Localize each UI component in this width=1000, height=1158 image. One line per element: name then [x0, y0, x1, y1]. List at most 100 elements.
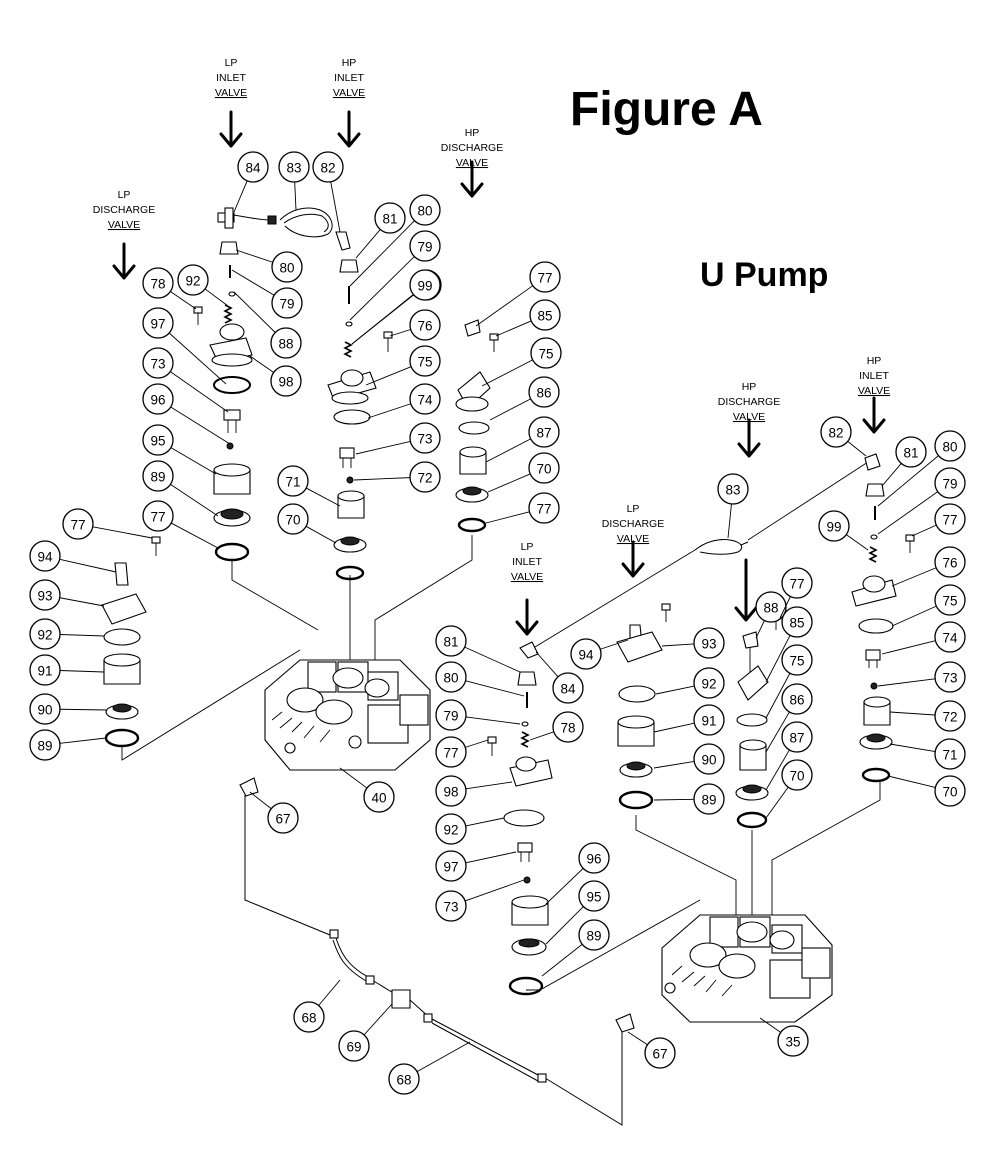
callout-94: 94	[29, 540, 117, 573]
callout-circle	[934, 584, 966, 616]
callout-92: 92	[655, 667, 725, 699]
callout-78: 78	[529, 711, 584, 743]
callout-circle	[578, 880, 610, 912]
callout-number: 83	[725, 483, 740, 498]
leader-line	[170, 406, 231, 445]
callout-number: 89	[150, 470, 165, 485]
callout-86: 86	[489, 376, 560, 421]
callout-number: 85	[537, 309, 552, 324]
callout-number: 92	[185, 274, 200, 289]
valve-label-left-hp-discharge-line: VALVE	[456, 157, 488, 169]
arrow-down-icon	[460, 160, 484, 198]
callout-number: 73	[150, 357, 165, 372]
leader-line	[465, 851, 517, 864]
callout-78: 78	[142, 267, 197, 310]
callout-circle	[529, 261, 561, 293]
callout-number: 98	[278, 375, 293, 390]
callout-circle	[142, 500, 174, 532]
valve-label-left-lp-discharge-line: DISCHARGE	[93, 204, 155, 216]
callout-96: 96	[142, 383, 231, 445]
callout-circle	[895, 436, 927, 468]
callout-circle	[570, 638, 602, 670]
callout-number: 88	[278, 337, 293, 352]
leader-line	[627, 1031, 648, 1046]
callout-circle	[934, 700, 966, 732]
valve-label-left-hp-discharge-line: HP	[465, 127, 480, 139]
left-valve-parts	[101, 207, 499, 797]
callout-number: 97	[443, 860, 458, 875]
leader-line	[59, 670, 105, 673]
valve-label-right-lp-inlet-line: INLET	[512, 556, 542, 568]
callout-79: 79	[349, 230, 441, 321]
callout-number: 81	[903, 446, 918, 461]
leader-line	[877, 678, 936, 687]
callout-number: 88	[763, 601, 778, 616]
callout-79: 79	[231, 269, 303, 319]
leader-line	[495, 320, 532, 337]
callout-circle	[552, 711, 584, 743]
leader-line	[464, 879, 525, 902]
callout-circle	[552, 672, 584, 704]
callout-68: 68	[293, 979, 341, 1033]
callout-82: 82	[312, 151, 344, 233]
callout-number: 92	[701, 677, 716, 692]
callout-number: 92	[443, 823, 458, 838]
callout-number: 71	[285, 475, 300, 490]
callout-number: 74	[942, 631, 958, 646]
callout-70: 70	[765, 759, 813, 819]
callout-91: 91	[653, 704, 725, 736]
callout-circle	[644, 1037, 676, 1069]
callout-number: 75	[538, 347, 553, 362]
callout-number: 84	[560, 682, 576, 697]
callout-86: 86	[765, 683, 813, 753]
valve-label-left-lp-discharge-line: VALVE	[108, 219, 140, 231]
leader-line	[653, 760, 695, 769]
callout-number: 80	[417, 204, 432, 219]
callout-number: 68	[396, 1073, 411, 1088]
callout-number: 81	[382, 212, 397, 227]
callout-circle	[277, 465, 309, 497]
callout-circle	[142, 267, 174, 299]
callout-circle	[528, 452, 560, 484]
leader-line	[367, 403, 411, 419]
callout-circle	[312, 151, 344, 183]
leader-line	[363, 1003, 393, 1036]
leader-line	[465, 739, 489, 748]
callout-71: 71	[889, 738, 966, 770]
callout-number: 86	[789, 693, 804, 708]
callout-99: 99	[351, 269, 441, 345]
callout-number: 95	[586, 890, 601, 905]
callout-circle	[818, 510, 850, 542]
leader-line	[485, 438, 531, 463]
leader-line	[170, 291, 197, 310]
valve-label-right-hp-inlet-line: HP	[867, 355, 882, 367]
valve-label-right-hp-inlet-line: VALVE	[858, 385, 890, 397]
callout-77: 77	[475, 261, 561, 327]
callout-number: 82	[828, 426, 843, 441]
leader-line	[306, 487, 341, 507]
callout-circle	[530, 337, 562, 369]
callout-number: 97	[150, 317, 165, 332]
callout-97: 97	[435, 850, 517, 882]
callout-circle	[271, 251, 303, 283]
arrow-down-icon	[862, 396, 886, 434]
leader-line	[877, 455, 939, 507]
leader-line	[765, 673, 791, 719]
leader-line	[600, 639, 629, 650]
leader-line	[249, 791, 272, 810]
callout-number: 35	[785, 1035, 800, 1050]
valve-label-right-lp-discharge-line: LP	[627, 503, 640, 515]
callout-98: 98	[249, 355, 302, 397]
leader-line	[541, 943, 583, 977]
callout-77: 77	[485, 492, 560, 524]
callout-circle	[62, 508, 94, 540]
valve-label-left-hp-discharge-line: DISCHARGE	[441, 142, 503, 154]
leader-line	[487, 473, 531, 493]
callout-number: 77	[942, 513, 957, 528]
callout-circle	[29, 654, 61, 686]
leader-line	[353, 477, 411, 481]
leader-line	[911, 524, 937, 537]
leader-line	[887, 775, 936, 788]
callout-85: 85	[765, 606, 813, 683]
callout-circle	[934, 467, 966, 499]
